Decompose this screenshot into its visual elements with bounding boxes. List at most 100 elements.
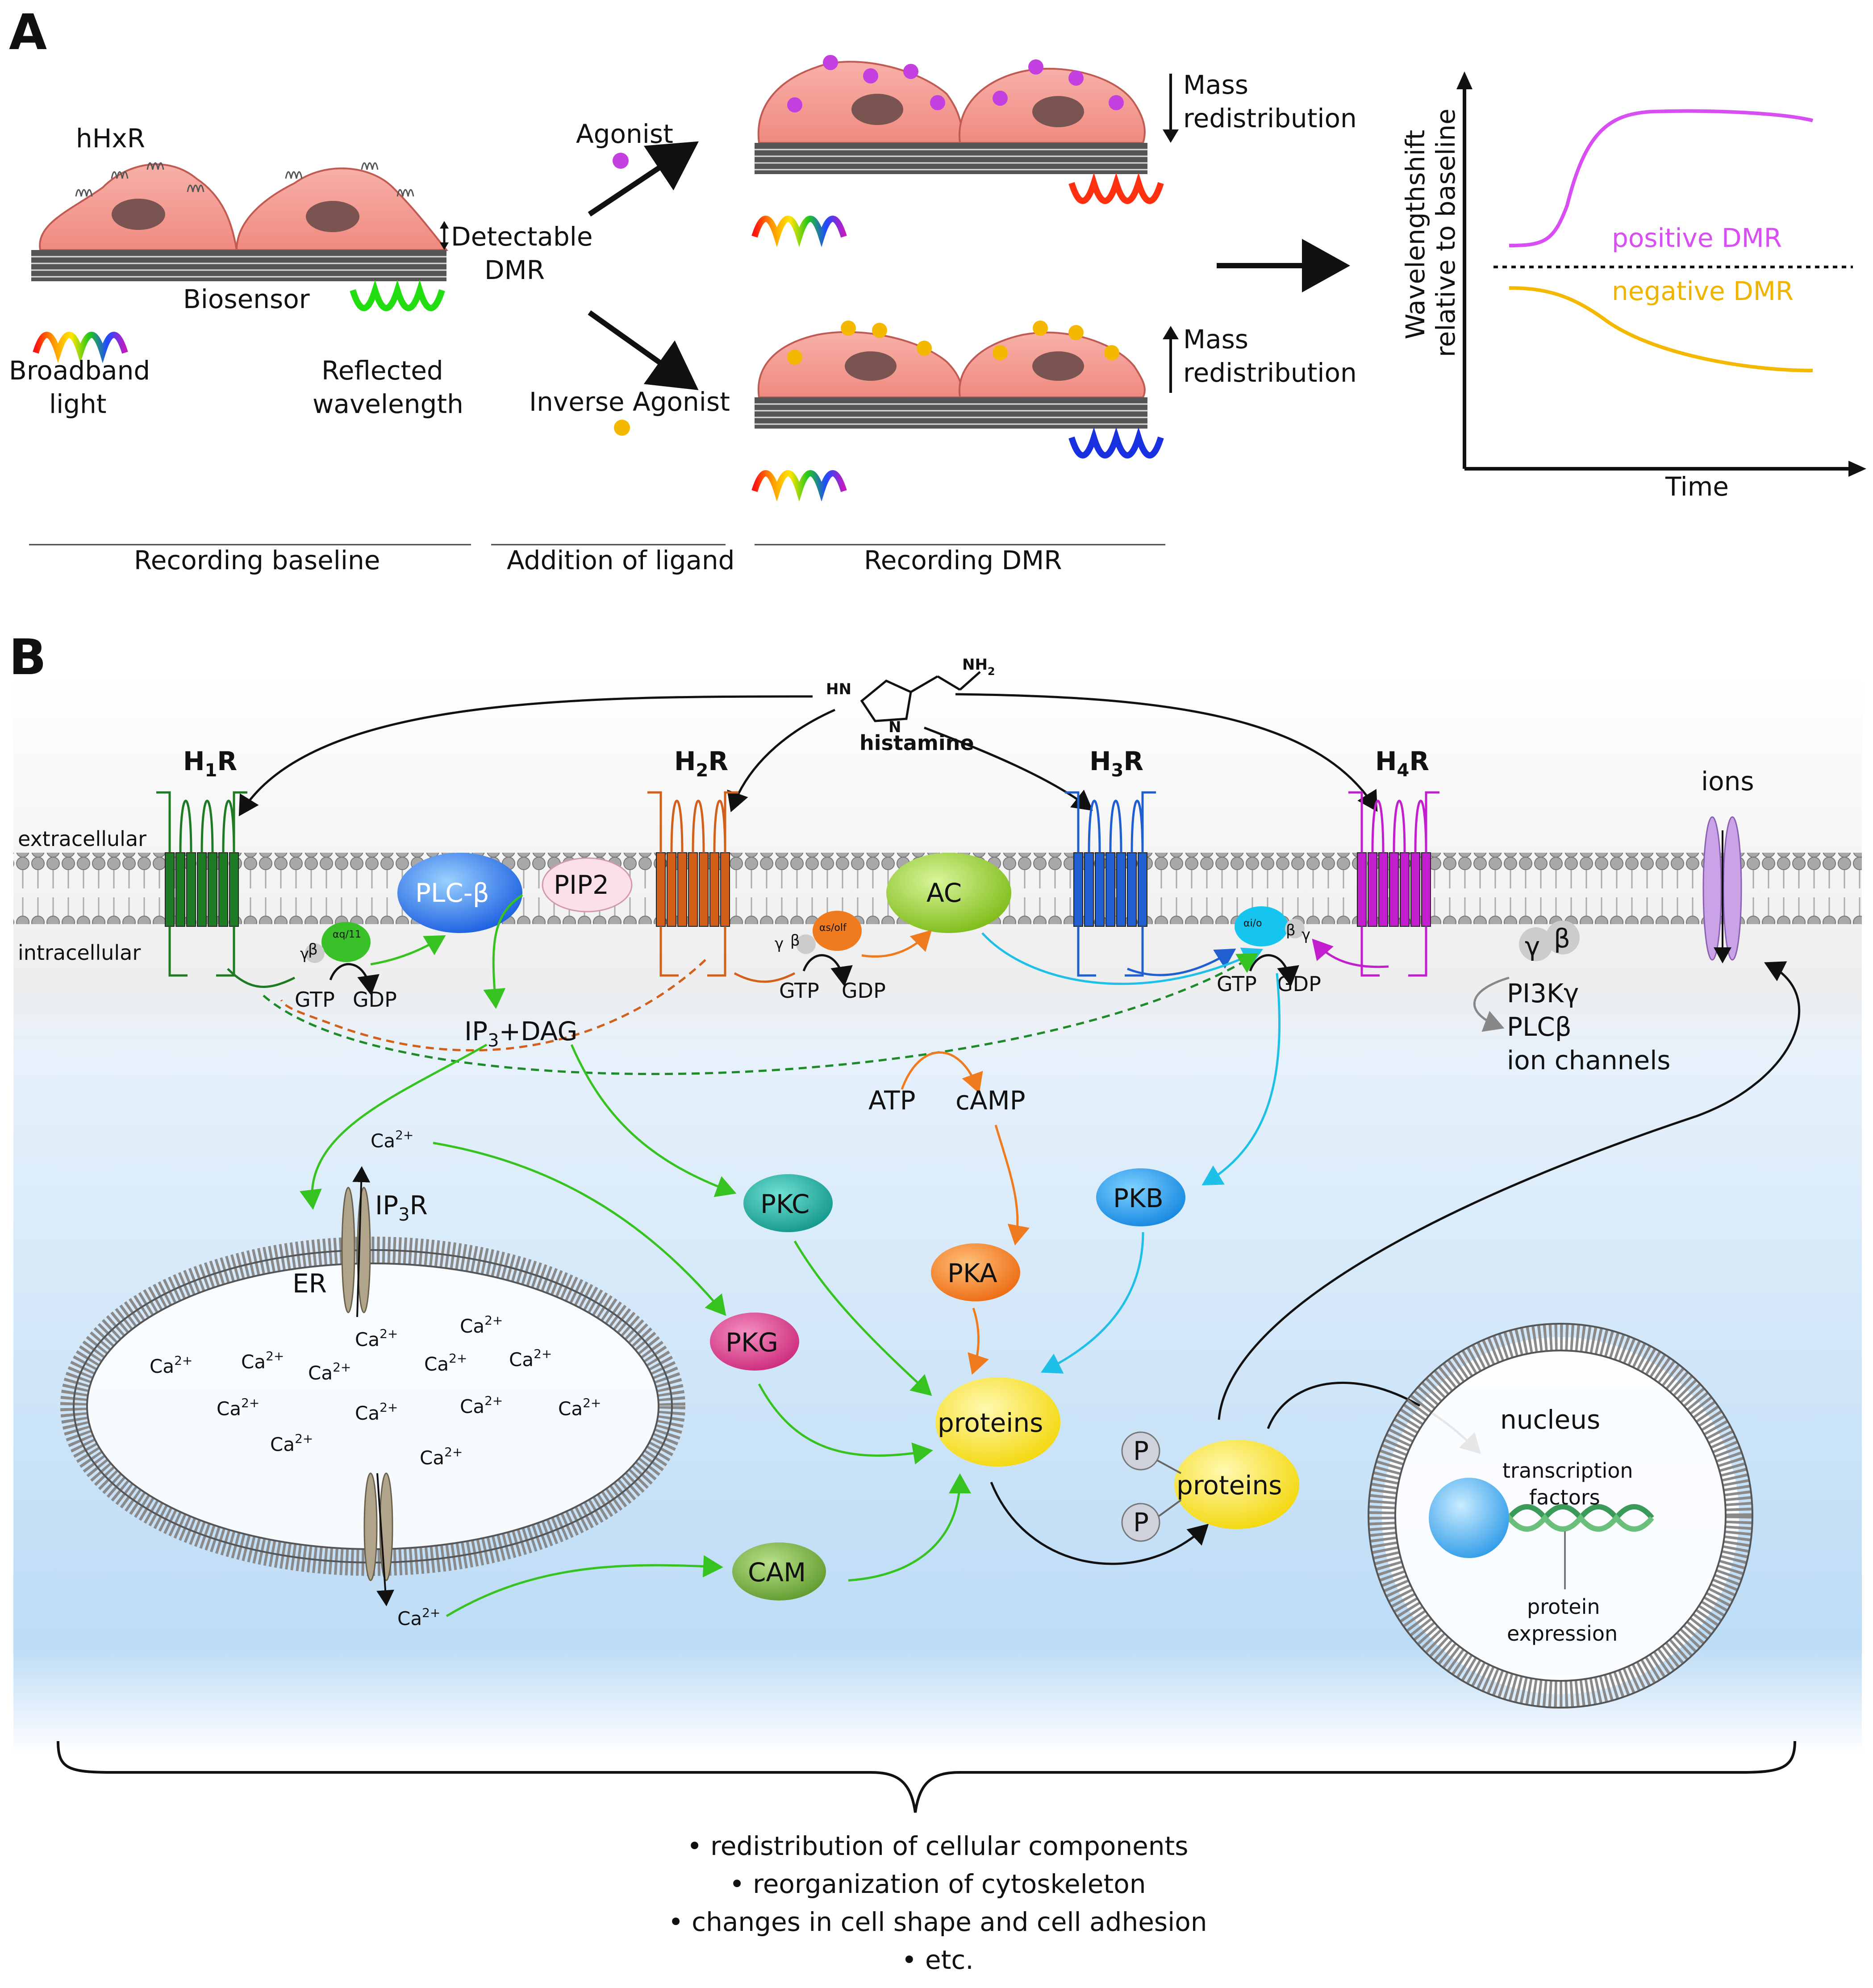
pkc-proteins-arrow [793, 1240, 932, 1396]
nucleus-label: nucleus [1500, 1405, 1600, 1435]
panel-a: A hHxR Detectable DMR Biosensor [9, 4, 1866, 575]
gbg-gamma: γ [1525, 931, 1540, 962]
inverse-agonist-cells [757, 321, 1146, 398]
section-dmr-label: Recording DMR [864, 545, 1062, 575]
gs-gdp: GDP [842, 979, 886, 1003]
svg-text:β: β [790, 932, 800, 950]
detectable-label-1: Detectable [451, 221, 593, 252]
calcium-ions: Ca2+Ca2+Ca2+Ca2+Ca2+Ca2+Ca2+Ca2+Ca2+Ca2+… [150, 1128, 601, 1630]
ion-channel [1702, 816, 1742, 963]
camp-pka-arrow [994, 1125, 1030, 1246]
calcium-ion-15: Ca2+ [397, 1605, 440, 1630]
h2r-gs-arrow [734, 972, 796, 983]
gi-protein: β γ αi/o [1235, 906, 1310, 946]
transcription-factor [1429, 1478, 1509, 1558]
pka-node [931, 1243, 1020, 1301]
proteins-ions-arrow [1218, 961, 1800, 1420]
svg-text:β: β [308, 941, 318, 959]
plcb-label: PLCβ [1507, 1012, 1572, 1042]
calcium-ion-1: Ca2+ [371, 1128, 413, 1152]
pkg-node [710, 1313, 799, 1371]
pip2-label: PIP2 [554, 870, 609, 900]
svg-text:γ: γ [1302, 926, 1310, 944]
pi3k-label: PI3Kγ [1507, 978, 1579, 1009]
blue-shift-wave [1068, 427, 1164, 458]
arrow-histamine-h4r [955, 693, 1378, 812]
calcium-ion-12: Ca2+ [558, 1396, 601, 1420]
histamine-structure [860, 671, 981, 722]
gs-ac-arrow [861, 929, 932, 958]
calcium-ion-11: Ca2+ [460, 1393, 503, 1417]
h1r-label: H1R [183, 746, 237, 781]
baseline-cells [39, 162, 449, 251]
atp-label: ATP [868, 1085, 916, 1116]
outcome-3: • changes in cell shape and cell adhesio… [668, 1907, 1207, 1937]
agonist-arrow [588, 141, 699, 217]
phosphate-2-label: P [1133, 1507, 1149, 1538]
ac-label: AC [926, 878, 962, 908]
reflected-wave [350, 279, 445, 311]
h3r-label: H3R [1089, 746, 1143, 781]
gq-alpha-label: αq/11 [333, 929, 361, 940]
graph-ylabel-1: Wavelengthshift [1400, 130, 1431, 339]
receptor-2-7tm [647, 791, 738, 977]
cam-node [732, 1542, 826, 1600]
svg-text:γ: γ [300, 945, 309, 963]
mass-label-1b: Mass [1183, 324, 1248, 354]
phosphate-1-label: P [1133, 1436, 1149, 1466]
outcome-1: • redistribution of cellular components [687, 1831, 1188, 1861]
pka-proteins-arrow [968, 1308, 989, 1375]
panel-b: B extracellular intracellular HN N NH2 h… [9, 629, 1862, 1755]
ip3r-channel-top [341, 1166, 371, 1317]
pka-label: PKA [947, 1258, 997, 1288]
pkb-proteins-arrow [1041, 1232, 1144, 1374]
negative-dmr-label: negative DMR [1612, 276, 1794, 306]
biosensor-plate [31, 250, 446, 281]
gs-protein: γ β αs/olf [775, 911, 862, 954]
h2r-label: H2R [674, 746, 728, 781]
phospho-proteins-node [1174, 1440, 1299, 1529]
proteins-node [935, 1377, 1060, 1467]
gq-gtp: GTP [295, 988, 335, 1012]
h3r-gi-arrow [1127, 948, 1236, 976]
reflected-label-1: Reflected [321, 355, 443, 386]
ip3-dag-label: IP3+DAG [464, 1016, 577, 1051]
receptor-label: hHxR [76, 123, 145, 154]
cam-label: CAM [748, 1557, 806, 1588]
agonist-label: Agonist [576, 119, 673, 149]
receptor-1-7tm [156, 791, 247, 977]
broadband-wave-agonist [751, 216, 847, 247]
inverse-agonist-dot [614, 420, 630, 436]
h2r-crosstalk-dashed [280, 959, 706, 1052]
mass-label-2b: redistribution [1183, 358, 1357, 388]
proteins-phospho-arrow [990, 1482, 1209, 1565]
pkb-label: PKB [1113, 1183, 1164, 1213]
summary-brace [57, 1741, 1796, 1813]
section-baseline-label: Recording baseline [134, 545, 380, 575]
proteins-label: proteins [938, 1408, 1043, 1438]
pip2-node [542, 857, 633, 913]
reflected-label-2: wavelength [313, 389, 463, 419]
calcium-ion-13: Ca2+ [270, 1431, 313, 1455]
er-label: ER [292, 1268, 327, 1299]
plc-beta-node [397, 853, 522, 933]
intracellular-label: intracellular [18, 941, 141, 965]
histamine-label: histamine [859, 731, 974, 755]
gbg-subunit [1519, 927, 1553, 961]
tf-label-1: transcription [1502, 1459, 1633, 1483]
positive-dmr-label: positive DMR [1612, 223, 1782, 253]
gs-gtp-gdp-arrow [802, 954, 853, 987]
gq-gdp: GDP [353, 988, 397, 1012]
phosphate-1 [1121, 1431, 1160, 1471]
mass-label-2a: redistribution [1183, 103, 1357, 133]
agonist-cells [757, 55, 1146, 144]
histamine-nh2: NH2 [962, 656, 995, 678]
calcium-ion-9: Ca2+ [217, 1396, 259, 1420]
extracellular-label: extracellular [18, 827, 146, 851]
h4r-gi-arrow [1312, 938, 1389, 968]
h1r-gq-arrow [227, 968, 296, 988]
biosensor-plate-inverse [755, 397, 1147, 429]
ca-pkg-arrow [433, 1142, 726, 1316]
calcium-ion-4: Ca2+ [308, 1360, 351, 1384]
red-shift-wave [1068, 172, 1164, 204]
